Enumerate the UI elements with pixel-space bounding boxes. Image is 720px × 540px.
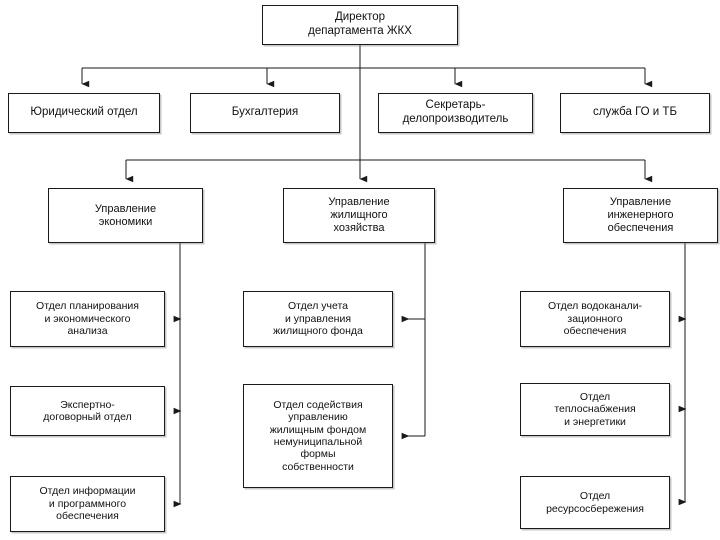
node-staff-legal-label: Юридический отдел — [30, 106, 138, 119]
node-staff-secretary-label: Секретарь-делопроизводитель — [402, 99, 509, 125]
node-staff-secretary[interactable]: Секретарь-делопроизводитель — [378, 93, 533, 133]
node-staff-accounting-label: Бухгалтерия — [231, 106, 299, 119]
node-department-expert-label: Экспертно-договорный отдел — [43, 398, 132, 423]
node-staff-accounting[interactable]: Бухгалтерия — [190, 93, 340, 133]
node-staff-civil-defence[interactable]: служба ГО и ТБ — [560, 93, 710, 133]
node-department-expert[interactable]: Экспертно-договорный отдел — [10, 386, 165, 436]
node-staff-civil-defence-label: служба ГО и ТБ — [593, 106, 677, 119]
node-staff-legal[interactable]: Юридический отдел — [8, 93, 160, 133]
